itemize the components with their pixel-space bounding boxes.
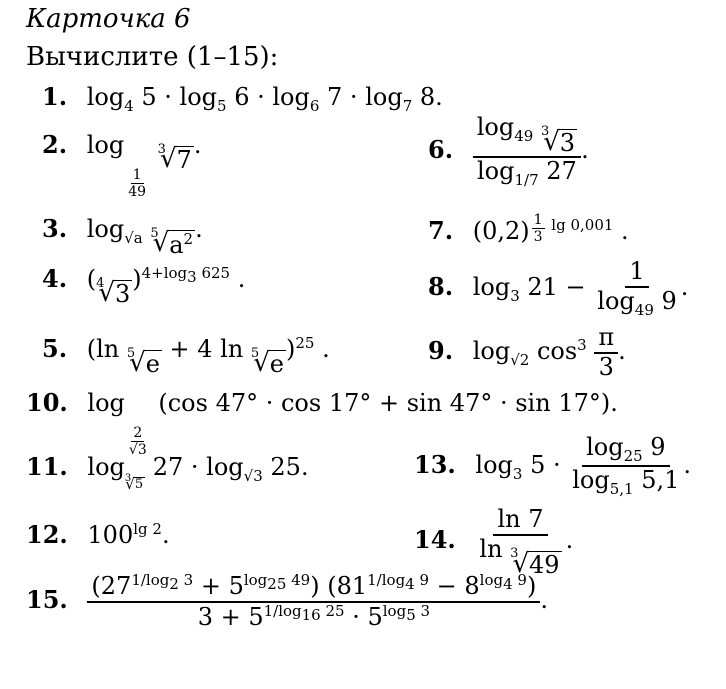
problem-number: 7. (428, 216, 454, 245)
problem-expression: log√a 5√a2. (86, 215, 203, 259)
problem-5: 5. (ln 5√e + 4 ln 5√e)25 . (42, 334, 330, 377)
problem-number: 13. (414, 449, 456, 479)
problem-number: 4. (42, 264, 68, 293)
problem-number: 2. (42, 130, 68, 159)
problem-3: 3. log√a 5√a2. (42, 214, 203, 258)
problem-15: 15. (271/log2 3 + 5log25 49) (811/log4 9… (26, 571, 548, 631)
problem-number: 1. (42, 82, 68, 111)
problem-number: 15. (26, 585, 68, 615)
problem-number: 11. (26, 452, 68, 481)
problem-number: 5. (42, 334, 68, 363)
problem-4: 4. (4√3)4+log3 625 . (42, 264, 245, 307)
problem-1: 1. log4 5 · log5 6 · log6 7 · log7 8. (42, 82, 443, 115)
problem-expression: 100lg 2. (87, 520, 170, 549)
problem-12: 12. 100lg 2. (26, 520, 170, 549)
problem-expression: (4√3)4+log3 625 . (86, 264, 246, 308)
problem-number: 14. (414, 525, 456, 555)
problem-expression: log4 5 · log5 6 · log6 7 · log7 8. (86, 83, 443, 115)
instruction: Вычислите (1–15): (26, 42, 279, 72)
problem-number: 8. (428, 271, 454, 301)
problem-number: 9. (428, 336, 454, 366)
problem-number: 12. (26, 520, 68, 549)
problem-number: 3. (42, 214, 68, 243)
problem-number: 6. (428, 135, 454, 165)
problem-expression: (ln 5√e + 4 ln 5√e)25 . (86, 334, 330, 378)
problem-number: 10. (26, 388, 68, 417)
problem-expression: (271/log2 3 + 5log25 49) (811/log4 9 − 8… (87, 571, 548, 630)
card-title: Карточка 6 (26, 4, 191, 34)
